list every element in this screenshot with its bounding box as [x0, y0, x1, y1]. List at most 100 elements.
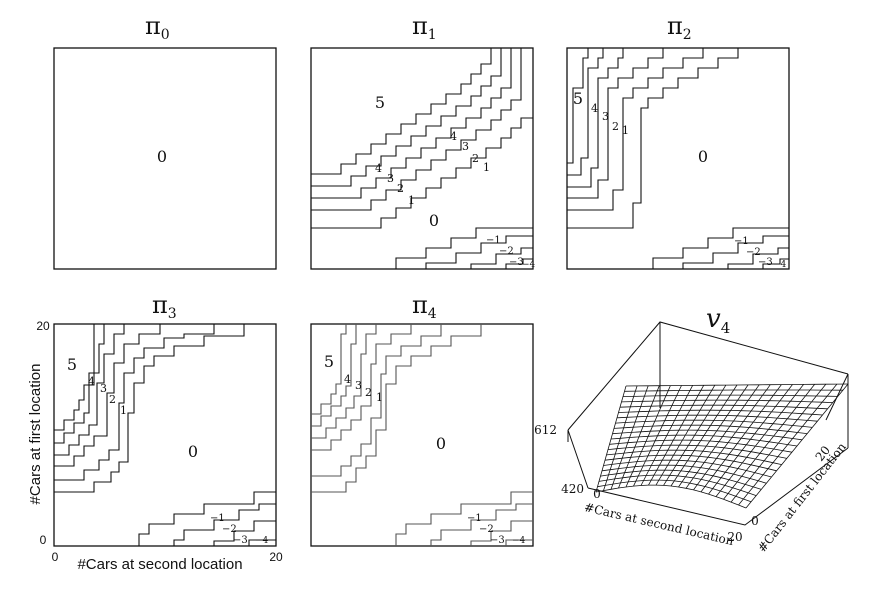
- panel-frame: [310, 47, 534, 270]
- panel-frame: [53, 323, 277, 547]
- panel-frame: [566, 47, 790, 270]
- surface-y-axis-title: #Cars at first location: [755, 440, 849, 555]
- surface-y-min-label: 0: [751, 514, 759, 528]
- surface-x-min-label: 0: [593, 487, 601, 501]
- region-label-zero: 0: [188, 442, 198, 461]
- mesh-line: [618, 409, 823, 416]
- mesh-line: [700, 384, 782, 493]
- region-label-neg: −2: [499, 246, 514, 257]
- region-label-neg: −4: [773, 260, 787, 270]
- policy-boundaries: [567, 48, 789, 269]
- mesh-line: [595, 484, 747, 509]
- z-axis-max-label: 612: [534, 423, 557, 437]
- boundary-line: [430, 503, 533, 546]
- boundary-line: [213, 520, 276, 546]
- mesh-line: [738, 383, 838, 506]
- region-label-pos: 2: [472, 152, 479, 165]
- region-label-pos: 3: [355, 379, 362, 392]
- surface-x-axis-title: #Cars at second location: [583, 500, 735, 548]
- region-label-pos: 2: [109, 393, 116, 406]
- policy-panel-pi4: π4 5 0 4 3 2 1 −1 −2 −3 −4: [310, 291, 534, 547]
- region-label-neg: −3: [758, 257, 773, 268]
- boundary-line: [762, 258, 789, 269]
- region-label-pos: 2: [397, 182, 404, 195]
- boundary-line: [727, 247, 789, 269]
- panel-title-pi1: π1: [412, 12, 437, 43]
- region-label-neg: −2: [479, 524, 494, 535]
- region-label-five: 5: [67, 355, 77, 374]
- mesh-line: [678, 384, 749, 488]
- boundary-line: [505, 258, 533, 269]
- boundary-line: [54, 324, 245, 493]
- mesh-line: [693, 384, 771, 491]
- region-label-neg: −1: [467, 513, 482, 524]
- mesh-line: [625, 383, 849, 387]
- boundary-line: [505, 539, 533, 546]
- boundary-line: [311, 324, 442, 477]
- boundary-line: [567, 48, 704, 211]
- boundary-line: [54, 324, 125, 456]
- region-label-neg: −3: [233, 535, 248, 546]
- region-label-pos: 4: [344, 373, 351, 386]
- panel-title-pi2: π2: [667, 12, 692, 43]
- boundary-line: [311, 324, 347, 415]
- mesh-line: [619, 404, 828, 410]
- mesh-line: [745, 383, 849, 509]
- region-label-neg: −2: [222, 524, 237, 535]
- region-label-neg: −4: [512, 536, 526, 546]
- mesh-line: [601, 464, 767, 484]
- mesh-line: [613, 424, 808, 434]
- z-axis-min-label: 420: [561, 482, 584, 496]
- policy-boundaries: [311, 48, 533, 269]
- region-label-pos: 4: [591, 102, 598, 115]
- y-axis-max-label: 20: [36, 319, 50, 333]
- boundary-line: [54, 324, 95, 431]
- region-label-pos: 3: [462, 140, 469, 153]
- boundary-line: [311, 324, 357, 427]
- policy-boundaries: [54, 324, 276, 546]
- boundary-line: [311, 48, 502, 187]
- boundary-line: [311, 324, 377, 439]
- region-label-zero: 0: [436, 434, 446, 453]
- panel-title-pi4: π4: [412, 291, 437, 322]
- mesh-line: [723, 384, 816, 500]
- region-label-neg: −1: [210, 513, 225, 524]
- surface-mesh: [595, 383, 849, 509]
- boundary-line: [311, 117, 533, 229]
- region-label-pos: 4: [375, 162, 382, 175]
- boundary-line: [311, 48, 522, 211]
- boundary-line: [470, 520, 533, 546]
- y-axis-title: #Cars at first location: [27, 364, 44, 505]
- panel-frame: [310, 323, 534, 547]
- policy-panel-pi0: π0 0: [53, 12, 277, 270]
- box-edge: [567, 429, 589, 489]
- boundary-line: [311, 48, 492, 175]
- boundary-line: [54, 324, 105, 444]
- box-edge: [587, 447, 849, 526]
- region-label-pos: 1: [483, 161, 490, 174]
- x-axis-max-label: 20: [269, 550, 283, 564]
- mesh-line: [685, 384, 760, 489]
- policy-panel-pi1: π1 5 0 4 3 2 1 4 3 2 1 −1 −2 −3: [310, 12, 536, 270]
- mesh-line: [624, 389, 843, 392]
- boundary-line: [395, 491, 533, 546]
- mesh-line: [730, 383, 827, 503]
- region-label-neg: −2: [746, 247, 761, 258]
- policy-boundaries: [311, 324, 533, 546]
- mesh-line: [715, 384, 804, 497]
- surface-x-max-label: 20: [727, 530, 742, 544]
- region-label-zero: 0: [157, 147, 167, 166]
- y-axis-min-label: 0: [40, 533, 47, 547]
- boundary-line: [395, 227, 533, 269]
- boundary-line: [248, 539, 276, 546]
- policy-panel-pi2: π2 5 0 4 3 2 1 −1 −2 −3 −4: [566, 12, 790, 270]
- region-label-five: 5: [375, 93, 385, 112]
- policy-panel-pi3: π3 5 0 4 3 2 1 −1 −2 −3 −4 20: [27, 291, 283, 573]
- x-axis-title: #Cars at second location: [77, 556, 242, 573]
- boundary-line: [54, 324, 161, 467]
- region-label-neg: −3: [490, 535, 505, 546]
- boundary-line: [567, 48, 604, 176]
- region-label-pos: 3: [602, 110, 609, 123]
- boundary-line: [138, 491, 276, 546]
